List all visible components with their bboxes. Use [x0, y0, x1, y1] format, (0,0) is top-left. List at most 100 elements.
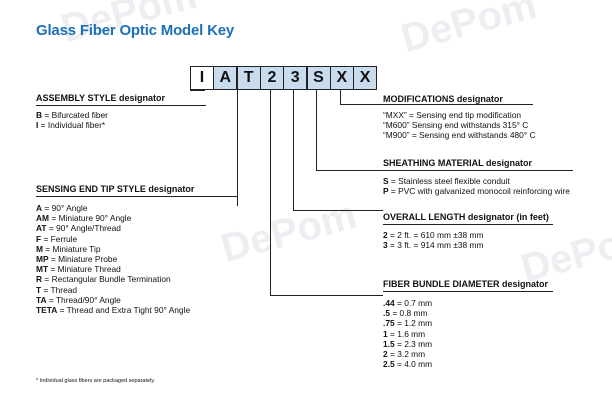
list-item: MP = Miniature Probe	[36, 254, 190, 264]
designator-description: = 3.2 mm	[387, 349, 426, 360]
connector-line	[270, 90, 271, 295]
designator-description: = Ferrule	[41, 233, 78, 244]
designator-code: .44	[383, 298, 395, 308]
designator-description: = 3 ft. = 914 mm ±38 mm	[387, 240, 484, 251]
designator-code: TETA	[36, 305, 58, 316]
designator-code: M	[36, 243, 43, 254]
list-item: MT = Miniature Thread	[36, 264, 190, 274]
designator-description: = Thread/90° Angle	[46, 294, 121, 305]
connector-line	[237, 90, 238, 206]
connector-line	[340, 90, 341, 104]
fiber-diameter-rule	[383, 291, 553, 292]
designator-description: = 2 ft. = 610 mm ±38 mm	[387, 230, 484, 240]
designator-code: AT	[36, 223, 47, 234]
list-item: “M600” Sensing end withstands 315° C	[383, 120, 536, 130]
model-key-box: X	[329, 66, 354, 90]
list-item: 1 = 1.6 mm	[383, 329, 432, 339]
connector-line	[293, 210, 383, 211]
list-item: F = Ferrule	[36, 234, 190, 244]
list-item: .75 = 1.2 mm	[383, 318, 432, 328]
list-item: P = PVC with galvanized monocoil reinfor…	[383, 186, 570, 196]
designator-description: = 2.3 mm	[394, 338, 433, 349]
list-item: AT = 90° Angle/Thread	[36, 223, 190, 233]
designator-description: = Individual fiber*	[38, 120, 106, 131]
connector-line	[270, 295, 383, 296]
sheathing-heading: SHEATHING MATERIAL designator	[383, 158, 533, 168]
designator-description: = Miniature Probe	[48, 254, 118, 265]
designator-code: MT	[36, 264, 49, 275]
connector-line	[316, 170, 383, 171]
list-item: S = Stainless steel flexible conduit	[383, 176, 570, 186]
list-item: “M900” = Sensing end withstands 480° C	[383, 130, 536, 140]
designator-description: = 90° Angle	[42, 203, 88, 213]
modifications-rule	[383, 104, 533, 105]
watermark: DePom	[396, 0, 542, 62]
list-item: 3 = 3 ft. = 914 mm ±38 mm	[383, 240, 484, 250]
designator-code: .5	[383, 308, 390, 319]
list-item: 2.5 = 4.0 mm	[383, 359, 432, 369]
designator-code: 2	[383, 349, 388, 360]
list-item: 2 = 2 ft. = 610 mm ±38 mm	[383, 230, 484, 240]
model-key-box: I	[190, 66, 214, 90]
page-title: Glass Fiber Optic Model Key	[36, 22, 234, 39]
designator-description: = Bifurcated fiber	[42, 110, 108, 120]
designator-code: S	[383, 176, 389, 186]
designator-description: = Stainless steel flexible conduit	[388, 176, 510, 186]
list-item: “MXX” = Sensing end tip modification	[383, 110, 536, 120]
designator-description: = 1.2 mm	[394, 318, 433, 329]
sensing-tip-rule	[36, 196, 238, 197]
list-item: A = 90° Angle	[36, 203, 190, 213]
designator-code: 2	[383, 230, 388, 240]
designator-code: TA	[36, 294, 47, 305]
designator-code: T	[36, 284, 42, 295]
list-item: 2 = 3.2 mm	[383, 349, 432, 359]
designator-code: P	[383, 186, 389, 197]
assembly-style-rule	[36, 105, 206, 106]
modifications-list: “MXX” = Sensing end tip modification“M60…	[383, 110, 536, 141]
designator-code: MP	[36, 254, 49, 265]
list-item: T = Thread	[36, 285, 190, 295]
connector-line	[340, 104, 383, 105]
designator-description: = 4.0 mm	[394, 359, 433, 370]
designator-description: “MXX” = Sensing end tip modification	[383, 110, 522, 120]
overall-length-rule	[383, 224, 553, 225]
list-item: R = Rectangular Bundle Termination	[36, 274, 190, 284]
connector-line	[293, 90, 294, 210]
designator-code: R	[36, 274, 43, 285]
list-item: B = Bifurcated fiber	[36, 110, 108, 120]
designator-description: = Thread and Extra Tight 90° Angle	[57, 305, 191, 316]
designator-description: = 0.7 mm	[394, 298, 433, 308]
designator-description: = Thread	[41, 284, 78, 295]
model-key-box: 3	[283, 66, 308, 90]
connector-line	[316, 90, 317, 170]
designator-code: AM	[36, 213, 50, 224]
list-item: TA = Thread/90° Angle	[36, 295, 190, 305]
designator-description: “M900” = Sensing end withstands 480° C	[383, 130, 536, 141]
modifications-heading: MODIFICATIONS designator	[383, 94, 503, 104]
designator-code: A	[36, 203, 43, 213]
assembly-style-heading: ASSEMBLY STYLE designator	[36, 93, 166, 103]
model-key-box: T	[236, 66, 261, 90]
designator-code: .75	[383, 318, 395, 329]
designator-description: = 1.6 mm	[387, 328, 426, 339]
designator-code: 1	[383, 328, 388, 339]
designator-description: = 90° Angle/Thread	[46, 223, 121, 234]
model-key-box: X	[353, 66, 378, 90]
designator-description: = Miniature Thread	[48, 264, 121, 275]
designator-description: = Miniature 90° Angle	[49, 213, 132, 224]
sheathing-rule	[383, 170, 573, 171]
fiber-diameter-heading: FIBER BUNDLE DIAMETER designator	[383, 279, 549, 289]
footnote: * Individual glass fibers are packaged s…	[36, 378, 156, 384]
designator-code: B	[36, 110, 43, 120]
designator-code: 3	[383, 240, 388, 251]
list-item: .5 = 0.8 mm	[383, 308, 432, 318]
designator-description: “M600” Sensing end withstands 315° C	[383, 120, 529, 131]
designator-description: = Miniature Tip	[42, 243, 101, 254]
designator-code: I	[36, 120, 39, 131]
watermark: DePom	[216, 192, 362, 272]
list-item: TETA = Thread and Extra Tight 90° Angle	[36, 305, 190, 315]
designator-code: F	[36, 233, 42, 244]
